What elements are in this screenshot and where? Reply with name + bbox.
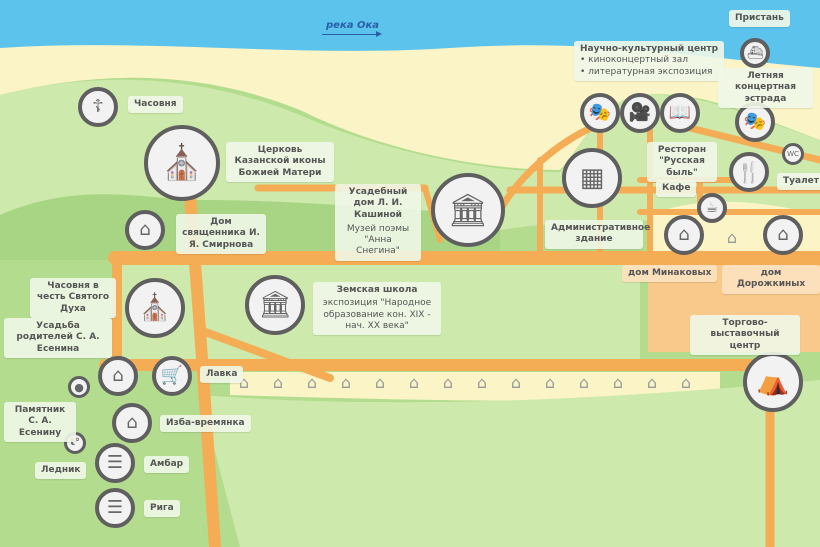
- science-center-item: • киноконцертный зал: [580, 55, 689, 66]
- theatre-masks-icon: 🎭: [743, 111, 767, 132]
- trade-center-marker[interactable]: ⛺: [743, 352, 803, 412]
- pier-label: Пристань: [729, 10, 790, 28]
- house-icon: ⌂: [306, 373, 318, 392]
- cafe-marker[interactable]: ☕: [697, 193, 727, 223]
- river-flow-arrow-icon: [322, 31, 382, 37]
- house-icon: ⌂: [112, 365, 124, 386]
- restaurant-label: Ресторан "Русская быль": [647, 142, 717, 182]
- coffee-cup-icon: ☕: [705, 200, 719, 216]
- toilet-marker[interactable]: WC: [782, 143, 804, 165]
- restaurant-marker[interactable]: 🍴: [729, 152, 769, 192]
- office-building-icon: ▦: [579, 163, 605, 193]
- theatre-masks-icon: 🎭: [588, 102, 612, 123]
- holy-spirit-chapel-marker[interactable]: ⛪: [125, 278, 185, 338]
- school-subtitle: экспозиция "Народное образование кон. XI…: [322, 298, 432, 331]
- fork-knife-icon: 🍴: [736, 160, 762, 184]
- house-icon: ⌂: [442, 373, 454, 392]
- admin-building-marker[interactable]: ▦: [562, 148, 622, 208]
- chapel-label: Часовня: [128, 96, 183, 114]
- market-stalls-icon: ⛺: [756, 367, 790, 397]
- holy-spirit-label: Часовня в честь Святого Духа: [30, 278, 116, 318]
- house-icon: ⌂: [510, 373, 522, 392]
- ambar-label: Амбар: [144, 456, 190, 474]
- monument-marker[interactable]: ●: [68, 376, 90, 398]
- house-icon: ⌂: [340, 373, 352, 392]
- theatre-marker[interactable]: 🎭: [580, 93, 620, 133]
- house-icon: ⌂: [408, 373, 420, 392]
- toilet-label: Туалет: [777, 173, 820, 191]
- house-icon: ⌂: [646, 373, 658, 392]
- church-marker[interactable]: ⛪: [144, 125, 220, 201]
- science-center-item: • литературная экспозиция: [580, 66, 713, 77]
- person-icon: ●: [74, 380, 84, 394]
- dorozhkin-label: дом Дорожкиных: [722, 265, 820, 294]
- minakov-house-marker[interactable]: ⌂: [664, 215, 704, 255]
- movie-camera-icon: 🎥: [628, 102, 652, 123]
- admin-label: Административное здание: [545, 220, 650, 249]
- house-icon: ⌂: [139, 219, 151, 240]
- house-icon: ⌂: [476, 373, 488, 392]
- kashina-subtitle: Музей поэмы "Анна Снегина": [346, 223, 410, 257]
- school-label: Земская школа экспозиция "Народное образо…: [313, 282, 441, 335]
- house-icon: ⌂: [726, 228, 738, 247]
- izba-label: Изба-времянка: [160, 415, 251, 433]
- science-center-title: Научно-культурный центр: [580, 44, 719, 54]
- minakov-label: дом Минаковых: [622, 265, 718, 283]
- priest-house-label: Дом священника И. Я. Смирнова: [176, 214, 266, 254]
- ship-icon: ⛴: [746, 45, 764, 61]
- log-house-icon: ⌂: [126, 412, 138, 433]
- dorozhkin-house-marker[interactable]: ⌂: [763, 215, 803, 255]
- summer-stage-label: Летняя концертная эстрада: [718, 68, 813, 108]
- pier-marker[interactable]: ⛴: [740, 38, 770, 68]
- shop-marker[interactable]: 🛒: [152, 356, 192, 396]
- house-icon: ⌂: [272, 373, 284, 392]
- summer-stage-marker[interactable]: 🎭: [735, 102, 775, 142]
- wc-icon: WC: [787, 149, 799, 158]
- parents-estate-marker[interactable]: ⌂: [98, 356, 138, 396]
- river-label: река Ока: [326, 20, 379, 31]
- house-icon: ⌂: [777, 224, 789, 245]
- priest-house-marker[interactable]: ⌂: [125, 210, 165, 250]
- house-icon: ⌂: [578, 373, 590, 392]
- ambar-marker[interactable]: ☰: [95, 443, 135, 483]
- riga-label: Рига: [144, 500, 180, 518]
- kashina-title: Усадебный дом Л. И. Кашиной: [348, 187, 408, 220]
- lednik-label: Ледник: [35, 462, 87, 480]
- church-label: Церковь Казанской иконы Божией Матери: [226, 142, 334, 182]
- manor-icon: 🏛: [447, 191, 489, 229]
- shop-label: Лавка: [200, 366, 244, 384]
- house-icon: ⌂: [678, 224, 690, 245]
- house-icon: ⌂: [612, 373, 624, 392]
- monument-label: Памятник С. А. Есенину: [4, 402, 76, 442]
- open-book-icon: 📖: [668, 102, 692, 123]
- parents-estate-label: Усадьба родителей С. А. Есенина: [4, 318, 112, 358]
- barn-icon: ☰: [106, 452, 124, 473]
- chapel-icon: ☦: [92, 96, 104, 117]
- shopping-cart-icon: 🛒: [160, 365, 184, 386]
- zemstvo-school-marker[interactable]: 🏛: [245, 275, 305, 335]
- trade-center-label: Торгово-выставочный центр: [690, 315, 800, 355]
- barn-icon: ☰: [106, 497, 124, 518]
- cinema-marker[interactable]: 🎥: [620, 93, 660, 133]
- library-marker[interactable]: 📖: [660, 93, 700, 133]
- kashina-estate-marker[interactable]: 🏛: [431, 173, 505, 247]
- house-icon: ⌂: [238, 373, 250, 392]
- cafe-label: Кафе: [656, 180, 697, 198]
- izba-marker[interactable]: ⌂: [112, 403, 152, 443]
- riga-marker[interactable]: ☰: [95, 488, 135, 528]
- temperature-icon: t°: [70, 437, 80, 448]
- church-icon: ⛪: [160, 143, 204, 183]
- chapel-icon: ⛪: [138, 293, 172, 323]
- school-building-icon: 🏛: [258, 290, 292, 320]
- school-title: Земская школа: [336, 285, 418, 295]
- house-icon: ⌂: [544, 373, 556, 392]
- house-icon: ⌂: [374, 373, 386, 392]
- house-icon: ⌂: [680, 373, 692, 392]
- chapel-marker[interactable]: ☦: [78, 87, 118, 127]
- science-center-label: Научно-культурный центр• киноконцертный …: [574, 41, 725, 81]
